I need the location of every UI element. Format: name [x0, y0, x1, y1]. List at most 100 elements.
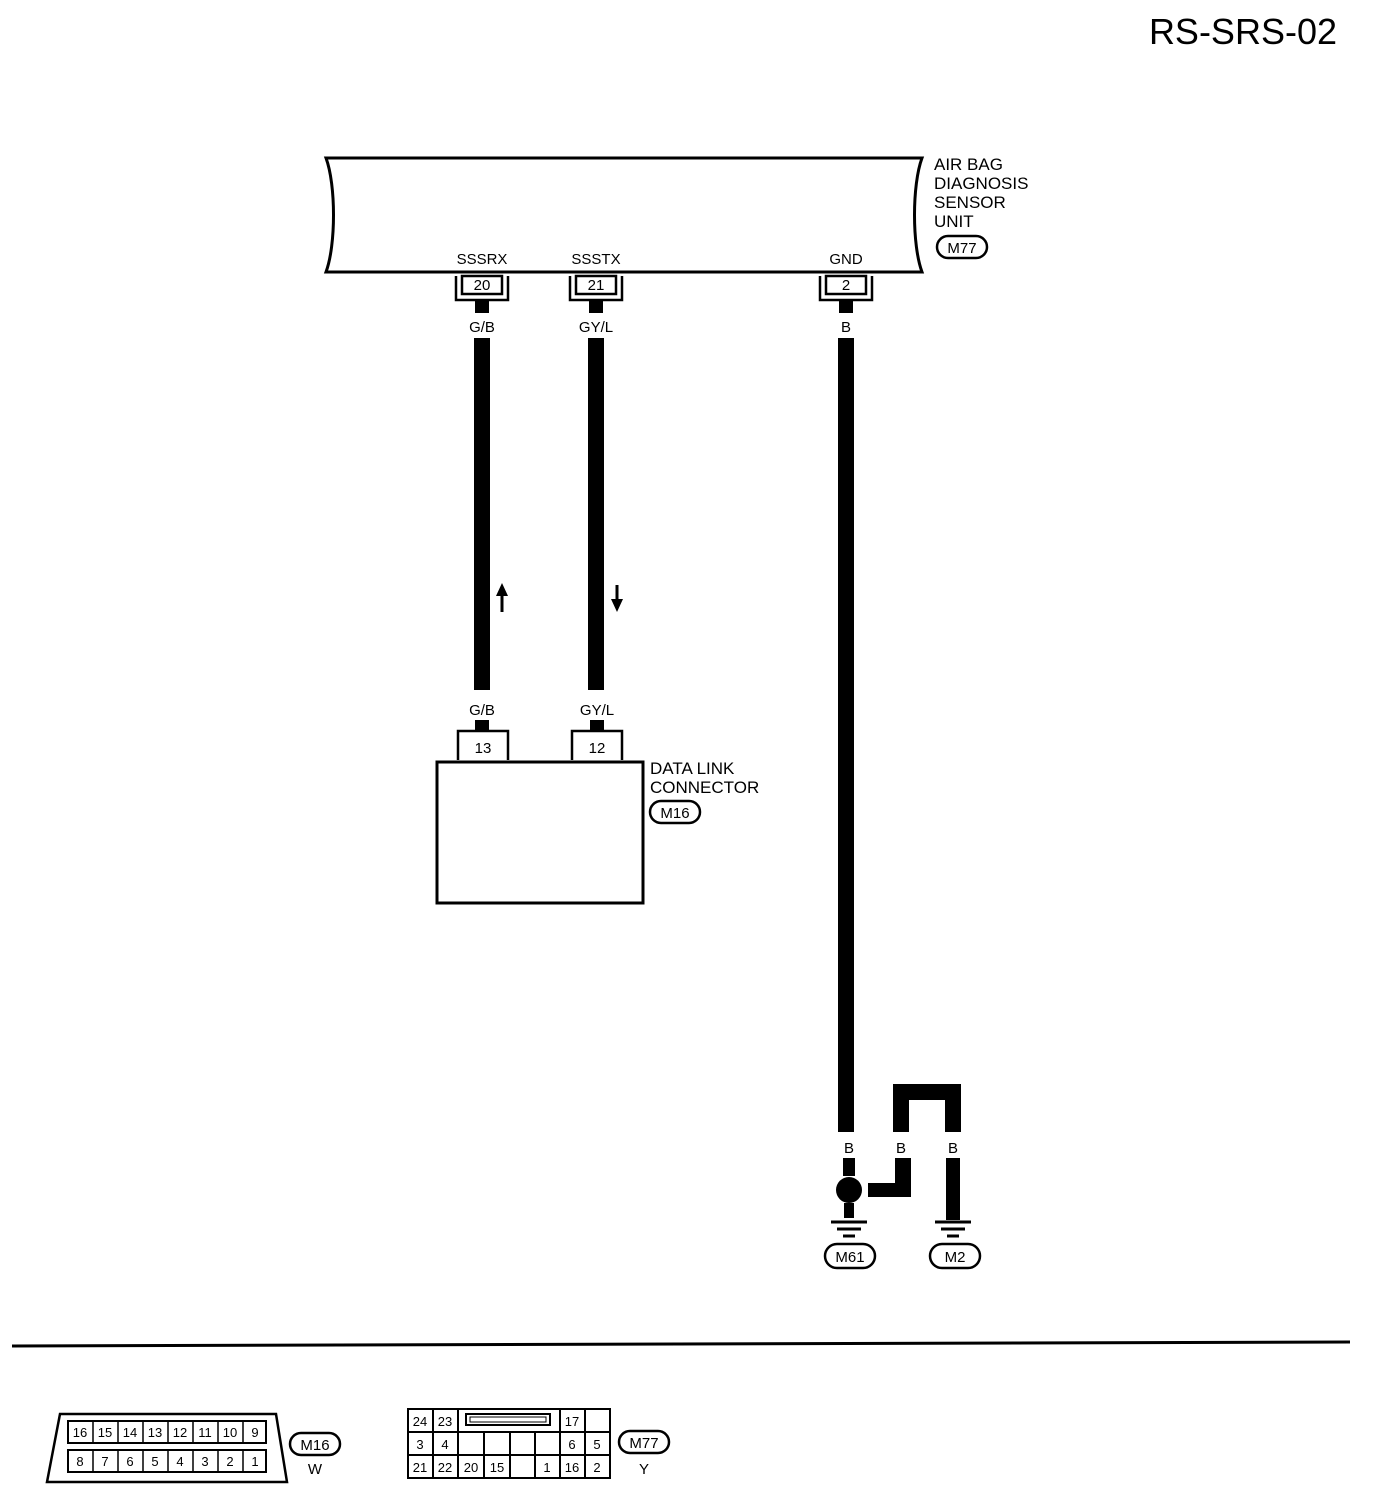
m77-pin: 23: [438, 1414, 452, 1429]
pin-number-21: 21: [588, 277, 605, 294]
arrow-down-icon: [611, 585, 623, 612]
sensor-unit-name-line: UNIT: [934, 212, 974, 231]
sensor-unit-box: [323, 156, 925, 274]
m77-pin: 24: [413, 1414, 427, 1429]
pin-number-12: 12: [589, 740, 606, 757]
m16-pin: 11: [198, 1425, 212, 1440]
pin-stub: [475, 301, 489, 313]
wire-color-label: GY/L: [580, 702, 614, 719]
terminal-20: [454, 274, 510, 302]
terminal-21: [568, 274, 624, 302]
m16-pin: 16: [73, 1425, 87, 1440]
m16-pin: 5: [151, 1454, 158, 1469]
wire-b-ground: [838, 338, 854, 1132]
m77-pin: 21: [413, 1460, 427, 1475]
ground-point-id: M61: [835, 1249, 864, 1266]
connector-badge-m16: [648, 799, 702, 825]
m16-pin: 3: [201, 1454, 208, 1469]
sensor-unit-label: AIR BAG DIAGNOSIS SENSOR UNIT M77: [934, 155, 1028, 260]
pin-number-20: 20: [474, 277, 491, 294]
m16-view-color: W: [308, 1461, 323, 1478]
data-link-name-line: DATA LINK: [650, 759, 735, 778]
signal-label-ssstx: SSSTX: [571, 251, 620, 268]
connector-badge-m77-view: [617, 1429, 671, 1455]
m77-pin: 2: [593, 1460, 600, 1475]
signal-label-gnd: GND: [829, 251, 863, 268]
terminal-2: [818, 274, 874, 302]
m77-pin: 15: [490, 1460, 504, 1475]
m77-pin: 6: [568, 1437, 575, 1452]
m77-pin: 20: [464, 1460, 478, 1475]
ground-wire-label: B: [844, 1140, 854, 1157]
pin-stub: [589, 301, 603, 313]
m16-pin: 9: [251, 1425, 258, 1440]
pin-stub: [475, 720, 489, 730]
m16-pin: 7: [101, 1454, 108, 1469]
signal-label-sssrx: SSSRX: [457, 251, 508, 268]
sensor-unit-connector-id: M77: [947, 240, 976, 257]
m16-view-id: M16: [300, 1437, 329, 1454]
terminal-13: [456, 729, 510, 760]
ground-point-id: M2: [945, 1249, 966, 1266]
page-title: RS-SRS-02: [1149, 11, 1337, 52]
ground-symbol-icon: [831, 1220, 867, 1238]
data-link-connector-label: DATA LINK CONNECTOR M16: [648, 759, 759, 825]
terminal-12: [570, 729, 624, 760]
pin-number-13: 13: [475, 740, 492, 757]
arrow-up-icon: [496, 583, 508, 612]
ground-junction-wire: [868, 1183, 911, 1197]
m16-pin: 6: [126, 1454, 133, 1469]
section-divider: [11, 1340, 1351, 1348]
m16-pin: 15: [98, 1425, 112, 1440]
data-link-name-line: CONNECTOR: [650, 778, 759, 797]
m16-pin: 14: [123, 1425, 137, 1440]
m77-pin: 17: [565, 1414, 579, 1429]
ground-wire-stub: [843, 1158, 855, 1176]
m77-pin: 22: [438, 1460, 452, 1475]
m77-pin: 1: [543, 1460, 550, 1475]
wire-color-label: G/B: [469, 702, 495, 719]
ground-point-m2: [928, 1242, 982, 1270]
m77-pin: 5: [593, 1437, 600, 1452]
pin-stub: [590, 720, 604, 730]
ground-loop-wire: [893, 1084, 909, 1132]
m16-pin: 1: [251, 1454, 258, 1469]
m77-pin: 3: [416, 1437, 423, 1452]
wire-gb: [474, 338, 490, 690]
ground-loop-wire: [893, 1084, 961, 1100]
m16-connector-view: [45, 1412, 289, 1484]
m77-pin: 4: [441, 1437, 448, 1452]
ground-junction-dot: [836, 1177, 862, 1203]
wire-color-label: GY/L: [579, 319, 613, 336]
data-link-connector-id: M16: [660, 805, 689, 822]
m16-pin: 13: [148, 1425, 162, 1440]
data-link-connector-box: [435, 760, 645, 905]
connector-badge-m16-view: [288, 1431, 342, 1457]
wire-color-label: B: [841, 319, 851, 336]
m77-view-id: M77: [629, 1435, 658, 1452]
ground-wire-stub: [946, 1158, 960, 1220]
m16-pin: 12: [173, 1425, 187, 1440]
wire-gyl: [588, 338, 604, 690]
ground-wire-label: B: [896, 1140, 906, 1157]
ground-wire-stub: [844, 1203, 854, 1218]
ground-wire-label: B: [948, 1140, 958, 1157]
pin-stub: [839, 301, 853, 313]
m77-pin: 16: [565, 1460, 579, 1475]
m16-pin: 8: [76, 1454, 83, 1469]
m77-connector-view: [407, 1408, 611, 1479]
ground-symbol-icon: [935, 1220, 971, 1238]
m16-pin: 2: [226, 1454, 233, 1469]
ground-loop-wire: [945, 1084, 961, 1132]
sensor-unit-name-line: AIR BAG: [934, 155, 1003, 174]
m16-pin: 10: [223, 1425, 237, 1440]
sensor-unit-name-line: SENSOR: [934, 193, 1006, 212]
wire-color-label: G/B: [469, 319, 495, 336]
connector-badge-m77: [935, 234, 989, 260]
pin-number-2: 2: [842, 277, 850, 294]
sensor-unit-name-line: DIAGNOSIS: [934, 174, 1028, 193]
m16-pin: 4: [176, 1454, 183, 1469]
m77-view-color: Y: [639, 1461, 649, 1478]
ground-point-m61: [823, 1242, 877, 1270]
